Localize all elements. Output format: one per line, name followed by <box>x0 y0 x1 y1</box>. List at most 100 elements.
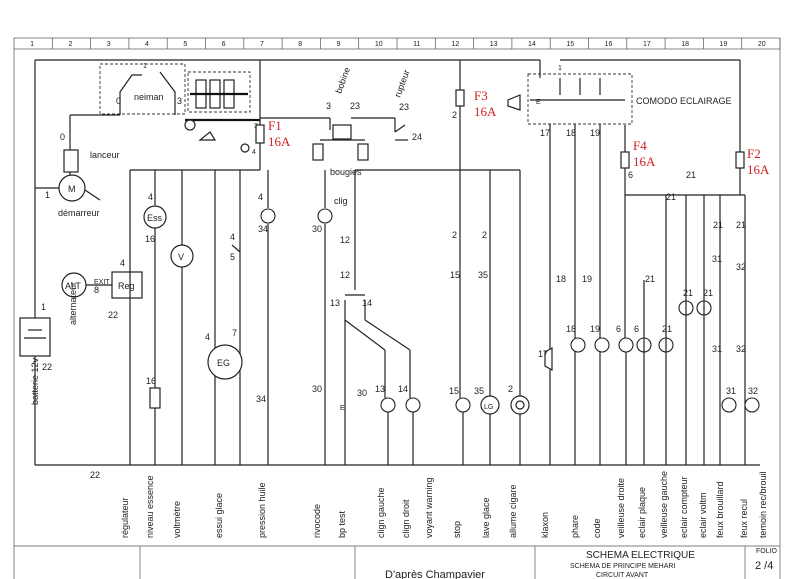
rupteur: rupteur 23 24 <box>392 68 422 142</box>
oil-switch-34: 34 <box>256 394 266 404</box>
fuse-f3-rating: 16A <box>474 104 497 119</box>
flasher-14: 14 <box>362 298 372 308</box>
grid-column-label: 14 <box>528 41 536 48</box>
fb-21: 21 <box>713 220 723 230</box>
bottom-label: allume cigare <box>508 484 518 538</box>
bottom-label: temoin rec/brouil <box>758 471 768 538</box>
reg-22: 22 <box>108 310 118 320</box>
fuse-f4-rating: 16A <box>633 154 656 169</box>
clig-label: clig <box>334 196 348 206</box>
volt-label: V <box>178 252 184 262</box>
alt-8: 8 <box>94 285 99 295</box>
battery-icon <box>19 317 51 357</box>
clign-13: 13 <box>375 384 385 394</box>
grid-column-label: 19 <box>720 41 728 48</box>
fb-mid-31: 31 <box>712 344 722 354</box>
oil-4: 4 <box>258 192 263 202</box>
side-right-lamp-icon <box>618 337 634 353</box>
grid-column-label: 13 <box>490 41 498 48</box>
bottom-label: essui glace <box>214 493 224 538</box>
bottom-label: code <box>592 518 602 538</box>
bottom-label: veilleuse gauche <box>659 471 669 538</box>
exit-label: EXIT <box>94 279 110 286</box>
bobine-label: bobine <box>333 66 352 95</box>
fuse-f3-name: F3 <box>474 88 488 103</box>
wiper-5: 5 <box>230 252 235 262</box>
bottom-label: eclair compteur <box>679 476 689 538</box>
grid-column-label: 15 <box>566 41 574 48</box>
ess-4: 4 <box>148 192 153 202</box>
grid-column-label: 16 <box>605 41 613 48</box>
clig-lamp-icon <box>317 208 333 224</box>
wiper-4: 4 <box>230 232 235 242</box>
grid-column-label: 9 <box>337 41 341 48</box>
bottom-label: eclair plaque <box>637 487 647 538</box>
title-block: D'après Champavier SCHEMA ELECTRIQUE SCH… <box>14 545 780 579</box>
starter: 0 lanceur M 1 démarreur <box>35 132 120 218</box>
grid-column-label: 3 <box>107 41 111 48</box>
bottom-label: voltmètre <box>172 501 182 538</box>
bottom-label: bp test <box>337 510 347 538</box>
fuse-f1-name: F1 <box>268 118 282 133</box>
bottom-label: phare <box>570 515 580 538</box>
bottom-label: voyant warning <box>424 477 434 538</box>
code-lamp-19: 19 <box>590 324 600 334</box>
bottom-label: klaxon <box>540 512 550 538</box>
circuit-label: CIRCUIT AVANT <box>596 572 649 579</box>
comodo-label: COMODO ECLAIRAGE <box>636 96 732 106</box>
vd-6: 6 <box>616 324 621 334</box>
eg-7: 7 <box>232 328 237 338</box>
ess-16: 16 <box>145 234 155 244</box>
stop-2: 2 <box>452 230 457 240</box>
alternateur-label: alternateur <box>68 282 78 325</box>
reg-label: Reg <box>118 281 135 291</box>
grid-column-label: 12 <box>451 41 459 48</box>
grid-column-label: 20 <box>758 41 766 48</box>
fr-21: 21 <box>736 220 746 230</box>
stop-lamp-15: 15 <box>449 386 459 396</box>
stop-15: 15 <box>450 270 460 280</box>
grid-column-label: 17 <box>643 41 651 48</box>
fr-lamp-32: 32 <box>748 386 758 396</box>
grid-column-label: 10 <box>375 41 383 48</box>
bottom-label: feux recul <box>739 499 749 538</box>
lg-label: LG <box>484 404 493 411</box>
bp-test-30: 30 <box>357 388 367 398</box>
lighting: 17 18 19 18 19 6 6 21 21 21 21 21 21 6 2… <box>538 170 760 465</box>
flasher-12a: 12 <box>340 235 350 245</box>
neiman-terminal-1: 1 <box>143 63 147 70</box>
bus-21c: 21 <box>686 170 696 180</box>
coil-23: 23 <box>350 101 360 111</box>
bottom-label: feux brouillard <box>715 481 725 538</box>
clign-14: 14 <box>398 384 408 394</box>
code-19: 19 <box>582 274 592 284</box>
grid-column-label: 4 <box>145 41 149 48</box>
fuse-f3-wire: 2 <box>452 110 457 120</box>
neiman-terminal-3: 3 <box>177 96 182 106</box>
accessories: 2 15 15 2 35 LG 35 2 <box>449 170 530 465</box>
comodo-1: 1 <box>558 65 562 72</box>
folio-label: FOLIO <box>756 548 778 555</box>
bottom-label: niveau essence <box>145 475 155 538</box>
grid-column-label: 2 <box>68 41 72 48</box>
grid-column-label: 1 <box>30 41 34 48</box>
comodo-eclairage: COMODO ECLAIRAGE 1 E 17 18 19 <box>507 65 732 465</box>
flasher-13: 13 <box>330 298 340 308</box>
clig-30: 30 <box>312 224 322 234</box>
title-label: SCHEMA ELECTRIQUE <box>586 550 695 561</box>
grid-column-label: 8 <box>298 41 302 48</box>
neiman-terminal-0: 0 <box>116 96 121 106</box>
lanceur-0: 0 <box>60 132 65 142</box>
eg-4: 4 <box>205 332 210 342</box>
fuse-f2: F2 16A <box>735 146 770 177</box>
fog-lamp-icon <box>721 397 737 413</box>
subtitle-label: SCHEMA DE PRINCIPE MEHARI <box>570 563 675 570</box>
motor-letter: M <box>68 184 76 194</box>
eg-label: EG <box>217 358 230 368</box>
charging-circuit: ALT EXIT 8 Reg 4 22 alternateur batterie… <box>19 258 143 480</box>
neiman-switch: 0 3 neiman 1 <box>69 63 186 150</box>
starter-1: 1 <box>45 190 50 200</box>
demarreur-label: démarreur <box>58 208 100 218</box>
fuse-f1-rating: 16A <box>268 134 291 149</box>
